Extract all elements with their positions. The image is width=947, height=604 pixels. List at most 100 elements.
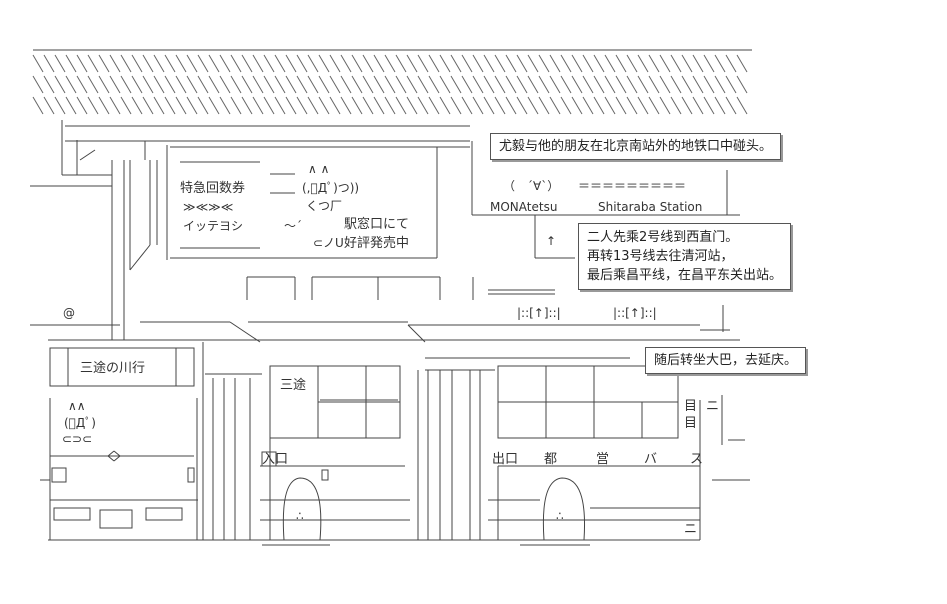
hatch-stroke xyxy=(219,75,231,94)
hatch-stroke xyxy=(274,96,286,115)
hatch-stroke xyxy=(54,96,66,115)
hatch-stroke xyxy=(318,54,330,73)
bus-middle-window-text: 三途 xyxy=(280,377,306,393)
hatch-stroke xyxy=(87,96,99,115)
hatch-stroke xyxy=(703,75,715,94)
hatch-stroke xyxy=(450,54,462,73)
hatch-stroke xyxy=(373,54,385,73)
hatch-stroke xyxy=(351,54,363,73)
hatch-stroke xyxy=(252,54,264,73)
hatch-stroke xyxy=(714,96,726,115)
hatch-stroke xyxy=(472,75,484,94)
hatch-stroke xyxy=(571,54,583,73)
hatch-stroke xyxy=(219,54,231,73)
hatch-stroke xyxy=(472,54,484,73)
hatch-stroke xyxy=(362,54,374,73)
bus-right-side-1: 目 xyxy=(684,399,697,414)
hatch-stroke xyxy=(307,54,319,73)
hatch-stroke xyxy=(197,75,209,94)
hatch-stroke xyxy=(615,96,627,115)
hatch-stroke xyxy=(296,96,308,115)
hatch-stroke xyxy=(318,96,330,115)
hatch-stroke xyxy=(329,96,341,115)
hatch-stroke xyxy=(241,75,253,94)
hatch-stroke xyxy=(340,96,352,115)
hatch-stroke xyxy=(175,96,187,115)
monitor-equals: ＝＝＝＝＝＝＝＝＝ xyxy=(578,179,686,193)
hatch-stroke xyxy=(109,96,121,115)
hatch-stroke xyxy=(43,75,55,94)
hatch-stroke xyxy=(384,54,396,73)
hatch-stroke xyxy=(54,75,66,94)
hatch-stroke xyxy=(703,54,715,73)
caption-3-text: 随后转坐大巴，去延庆。 xyxy=(654,353,798,368)
hatch-stroke xyxy=(296,54,308,73)
hatch-stroke xyxy=(593,75,605,94)
hatch-stroke xyxy=(659,54,671,73)
hatch-stroke xyxy=(692,75,704,94)
caption-2-line-3: 最后乘昌平线，在昌平东关出站。 xyxy=(587,268,783,283)
caption-1-text: 尤毅与他的朋友在北京南站外的地铁口中碰头。 xyxy=(499,139,773,154)
caption-3: 随后转坐大巴，去延庆。 xyxy=(645,347,807,374)
sign-at: @ xyxy=(63,306,75,320)
hatch-stroke xyxy=(87,75,99,94)
hatch-stroke xyxy=(472,96,484,115)
hatch-stroke xyxy=(164,96,176,115)
station-pillars xyxy=(30,120,170,340)
hatch-stroke xyxy=(428,75,440,94)
hatch-stroke xyxy=(549,75,561,94)
hatch-stroke xyxy=(637,96,649,115)
hatch-stroke xyxy=(681,75,693,94)
caption-1: 尤毅与他的朋友在北京南站外的地铁口中碰头。 xyxy=(490,133,782,160)
hatch-stroke xyxy=(362,96,374,115)
hatch-stroke xyxy=(131,96,143,115)
hatch-stroke xyxy=(670,54,682,73)
hatch-stroke xyxy=(582,96,594,115)
hatch-stroke xyxy=(428,54,440,73)
hatch-stroke xyxy=(670,96,682,115)
hatch-stroke xyxy=(131,75,143,94)
hatch-stroke xyxy=(604,96,616,115)
hatch-stroke xyxy=(296,75,308,94)
hatch-stroke xyxy=(648,75,660,94)
hatch-stroke xyxy=(516,54,528,73)
roof-hatch xyxy=(32,54,748,115)
hatch-stroke xyxy=(230,96,242,115)
hatch-stroke xyxy=(725,75,737,94)
hatch-stroke xyxy=(714,75,726,94)
hatch-stroke xyxy=(549,96,561,115)
ticket-cat-tilde: ～´ xyxy=(284,219,302,233)
hatch-stroke xyxy=(362,75,374,94)
ticket-line1: 特急回数券 xyxy=(180,180,245,196)
hatch-stroke xyxy=(351,96,363,115)
hatch-stroke xyxy=(406,96,418,115)
hatch-stroke xyxy=(615,75,627,94)
hatch-stroke xyxy=(307,96,319,115)
hatch-stroke xyxy=(571,75,583,94)
ticket-cat-body: くつ厂 xyxy=(306,199,342,213)
hatch-stroke xyxy=(65,75,77,94)
hatch-stroke xyxy=(395,54,407,73)
hatch-stroke xyxy=(164,54,176,73)
hatch-stroke xyxy=(142,54,154,73)
hatch-stroke xyxy=(76,54,88,73)
hatch-stroke xyxy=(164,75,176,94)
hatch-stroke xyxy=(120,75,132,94)
sign-arrow-1: |::[↑]::| xyxy=(517,306,561,320)
hatch-stroke xyxy=(439,54,451,73)
ticket-cat-face: (,ﾟДﾟ)つ)) xyxy=(302,181,359,195)
hatch-stroke xyxy=(329,75,341,94)
hatch-stroke xyxy=(274,75,286,94)
hatch-stroke xyxy=(142,96,154,115)
monitor-arrow: ↑ xyxy=(546,234,556,248)
hatch-stroke xyxy=(230,54,242,73)
hatch-stroke xyxy=(285,75,297,94)
hatch-stroke xyxy=(76,96,88,115)
hatch-stroke xyxy=(252,75,264,94)
monitor-label1: MONAtetsu xyxy=(490,200,557,214)
hatch-stroke xyxy=(505,75,517,94)
hatch-stroke xyxy=(54,54,66,73)
hatch-stroke xyxy=(461,96,473,115)
hatch-stroke xyxy=(670,75,682,94)
hatch-stroke xyxy=(626,75,638,94)
